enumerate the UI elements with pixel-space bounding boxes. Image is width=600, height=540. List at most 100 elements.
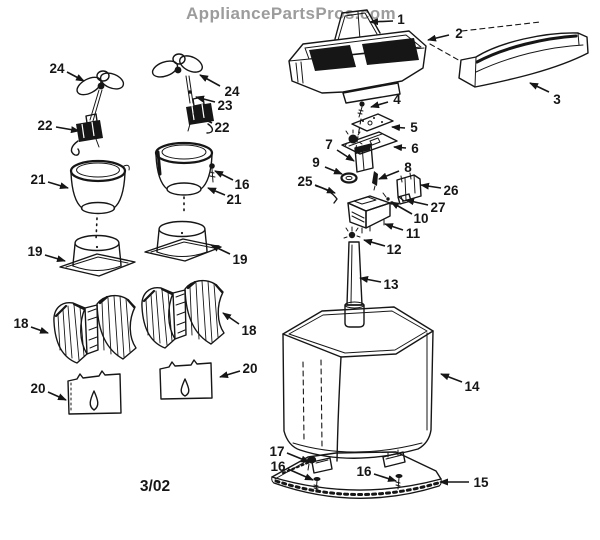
callout-2: 2 — [427, 26, 463, 42]
callout-24-right-label: 24 — [224, 84, 240, 99]
callout-19-left: 19 — [27, 244, 66, 263]
callout-7-label: 7 — [325, 137, 333, 152]
callout-19-right: 19 — [210, 244, 248, 267]
part-19-float-left — [59, 234, 136, 277]
callout-21-left-label: 21 — [30, 172, 46, 187]
callout-14: 14 — [440, 373, 480, 394]
callout-18-right: 18 — [222, 312, 257, 338]
callout-22-left: 22 — [37, 118, 80, 134]
callout-6: 6 — [393, 141, 419, 156]
callout-24-right: 24 — [199, 74, 240, 99]
part-13-stem-tube — [344, 241, 365, 328]
callout-22-left-label: 22 — [37, 118, 52, 133]
callout-19-left-label: 19 — [27, 244, 42, 259]
part-14-water-tank — [282, 306, 434, 462]
callout-26-label: 26 — [443, 183, 459, 198]
callout-20-right-label: 20 — [242, 361, 257, 376]
callout-4: 4 — [370, 92, 401, 109]
callout-4-label: 4 — [393, 92, 401, 107]
callout-10-label: 10 — [413, 211, 428, 226]
diagram-date-code: 3/02 — [139, 478, 171, 495]
part-5-plate — [351, 113, 394, 132]
part-22-motor-left — [70, 113, 103, 156]
part-2-top-cover — [288, 21, 541, 104]
part-19-float-right — [144, 220, 222, 262]
callout-11-label: 11 — [406, 226, 421, 241]
callout-17-label: 17 — [269, 444, 284, 459]
callout-6-label: 6 — [411, 141, 419, 156]
part-26-bracket — [396, 172, 422, 202]
callout-8-label: 8 — [404, 160, 412, 175]
callout-1-label: 1 — [397, 12, 405, 27]
callout-25: 25 — [297, 174, 336, 194]
watermark: AppliancePartsPros.com — [185, 4, 397, 23]
callout-5-label: 5 — [410, 120, 418, 135]
callout-9-label: 9 — [312, 155, 320, 170]
callout-11: 11 — [384, 223, 421, 241]
callout-8: 8 — [378, 160, 412, 180]
part-24-impeller-left — [76, 70, 125, 122]
callout-17: 17 — [269, 444, 310, 463]
part-7-shaft-bracket — [354, 143, 374, 173]
callout-14-label: 14 — [464, 379, 480, 394]
callout-16-cup-label: 16 — [234, 177, 250, 192]
callout-16-base-mid-label: 16 — [356, 464, 372, 479]
part-18-foam-filter-left — [53, 294, 137, 364]
callout-19-right-label: 19 — [232, 252, 247, 267]
callout-23-label: 23 — [217, 98, 233, 113]
callout-9: 9 — [312, 155, 343, 175]
part-12-shaft-cap — [343, 226, 361, 239]
callout-24-left: 24 — [49, 61, 85, 82]
part-9-ring — [340, 172, 358, 184]
callout-20-right: 20 — [219, 361, 258, 379]
callout-20-left: 20 — [30, 381, 67, 401]
callout-20-left-label: 20 — [30, 381, 45, 396]
part-18-foam-filter-right — [141, 279, 225, 349]
callout-3-label: 3 — [553, 92, 561, 107]
callout-15: 15 — [439, 475, 489, 490]
callout-26: 26 — [420, 182, 459, 198]
part-25-wire-clip — [315, 185, 338, 204]
callout-3: 3 — [529, 82, 561, 107]
callout-12: 12 — [363, 238, 402, 257]
part-3-carry-handle — [458, 32, 589, 88]
callout-12-label: 12 — [386, 242, 401, 257]
callout-10: 10 — [390, 201, 429, 226]
callout-18-left: 18 — [13, 316, 49, 334]
part-20-wick-right — [159, 359, 213, 400]
part-4-screw — [355, 101, 365, 149]
part-6-mount-plate — [341, 129, 398, 155]
callout-13: 13 — [359, 276, 399, 292]
callout-16-base-left: 16 — [270, 459, 314, 481]
callout-16-base-mid: 16 — [356, 464, 397, 482]
part-23-fan-shaft — [185, 75, 194, 104]
part-16-cup-screw — [209, 163, 216, 183]
callout-7: 7 — [325, 137, 355, 162]
callout-22-right-label: 22 — [214, 120, 229, 135]
callout-23: 23 — [195, 95, 233, 113]
callout-16-base-left-label: 16 — [270, 459, 286, 474]
callout-2-label: 2 — [455, 26, 463, 41]
callout-24-left-label: 24 — [49, 61, 65, 76]
callout-22-right: 22 — [193, 113, 230, 135]
part-11-motor-housing — [347, 195, 391, 234]
part-16-base-screws — [313, 474, 403, 493]
callout-5: 5 — [391, 120, 418, 135]
callout-16-cup: 16 — [214, 170, 250, 192]
callout-21-right-label: 21 — [226, 192, 242, 207]
part-24-impeller-right — [151, 53, 203, 78]
callout-25-label: 25 — [297, 174, 313, 189]
callout-18-right-label: 18 — [241, 323, 257, 338]
part-21-cup-left — [69, 159, 130, 241]
part-8-pin — [372, 171, 378, 191]
callout-13-label: 13 — [383, 277, 399, 292]
callout-21-left: 21 — [30, 172, 69, 190]
part-20-wick-left — [67, 370, 122, 415]
callout-27: 27 — [405, 198, 446, 215]
callout-1: 1 — [369, 12, 405, 27]
callout-18-left-label: 18 — [13, 316, 29, 331]
callout-27-label: 27 — [430, 200, 445, 215]
callout-21-right: 21 — [207, 187, 242, 207]
